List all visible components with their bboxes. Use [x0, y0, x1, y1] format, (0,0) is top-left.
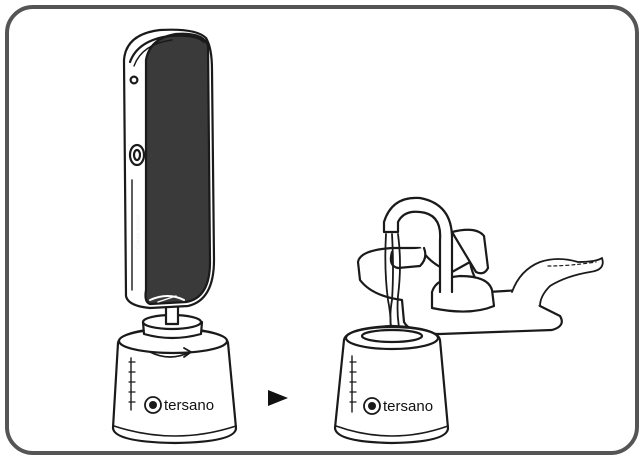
wand-label: Clean mode	[136, 214, 142, 250]
base-unit-right	[335, 326, 448, 443]
brand-text-left: tersano	[164, 397, 214, 414]
brand-logo-right: tersano	[364, 398, 433, 415]
frame-border	[7, 7, 637, 453]
brand-text-right: tersano	[383, 398, 433, 415]
brand-logo-left: tersano	[145, 397, 214, 414]
wand-device	[124, 30, 214, 308]
base-unit-left	[113, 315, 236, 443]
